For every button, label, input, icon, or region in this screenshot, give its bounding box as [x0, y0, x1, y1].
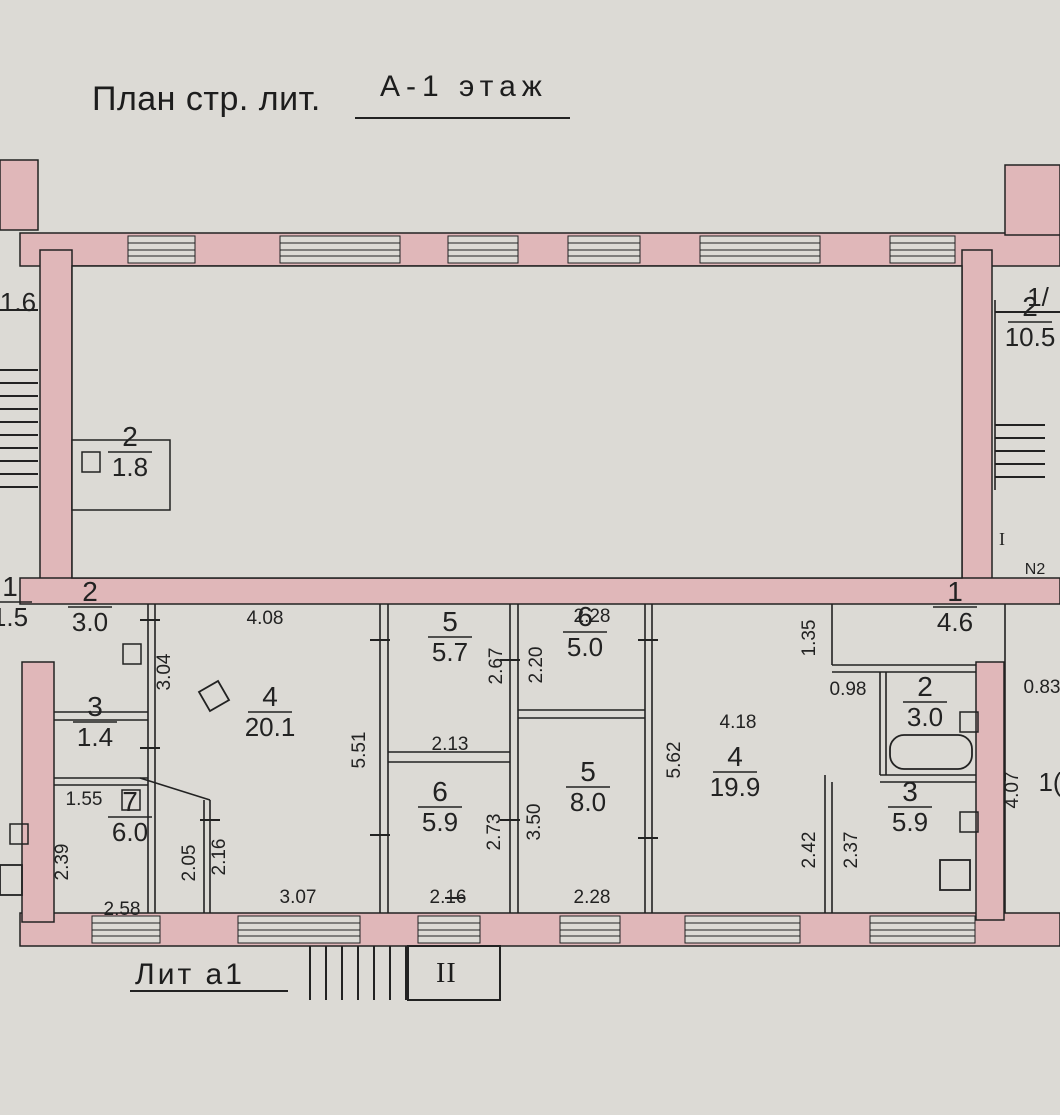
room-number: 2	[82, 576, 98, 607]
room-area: 1.5	[0, 602, 28, 632]
sink-fixture	[81, 451, 101, 473]
dimension-label: 3.04	[154, 653, 175, 690]
room-number: 3	[87, 691, 103, 722]
dimension-label: 2.16	[430, 887, 467, 908]
dimension-label: 5.62	[664, 742, 685, 779]
room-area: 20.1	[245, 712, 296, 742]
dimension-labels: 4.083.045.512.163.072.392.581.552.052.67…	[52, 529, 1060, 920]
room-number: 2	[917, 671, 933, 702]
plan-floor-label: А-1 этаж	[380, 70, 548, 103]
wall-segment	[19, 577, 1060, 605]
sink-fixture	[959, 711, 979, 733]
dimension-label: 0.83	[1024, 677, 1060, 698]
bathtub	[889, 734, 973, 770]
room-area: 1.4	[77, 722, 113, 752]
dimension-label: 2.73	[484, 814, 505, 851]
room-number: 7	[122, 786, 138, 817]
wall-segment	[1004, 164, 1060, 236]
room-area: 6.0	[112, 817, 148, 847]
room-labels: 1.621.811.523.031.4420.155.765.976.065.0…	[0, 282, 1060, 847]
entrance-porch	[407, 945, 501, 1001]
room-number: 5	[442, 606, 458, 637]
lit-label: Лит а1	[135, 958, 245, 991]
wall-segment	[21, 661, 55, 923]
wall-segment	[39, 249, 73, 581]
room-area: 1.8	[112, 452, 148, 482]
dimension-label: 1.35	[799, 620, 820, 657]
room-area: 19.9	[710, 772, 761, 802]
room-number: 3	[902, 776, 918, 807]
partitions	[54, 300, 1006, 913]
dimension-label: 2.28	[574, 887, 611, 908]
room-number: 5	[580, 756, 596, 787]
dimension-label: 4.18	[720, 712, 757, 733]
dimension-label: 2.67	[486, 648, 507, 685]
room-number: 6	[577, 601, 593, 632]
dimension-label: 1.55	[66, 789, 103, 810]
room-area: 1/	[1027, 282, 1049, 312]
hall-floor	[71, 265, 963, 579]
sink-fixture	[122, 643, 142, 665]
room-number: 4	[262, 681, 278, 712]
dimension-label: 2.13	[432, 734, 469, 755]
dimension-label: 0.98	[830, 679, 867, 700]
dimension-label: 5.51	[349, 732, 370, 769]
stove	[0, 864, 23, 896]
dimension-label: 4.07	[1002, 772, 1023, 809]
windows	[91, 235, 976, 944]
dimension-label: 4.08	[247, 608, 284, 629]
partition	[139, 777, 211, 801]
sink-fixture	[9, 823, 29, 845]
dimension-label: 2.58	[104, 899, 141, 920]
dimension-label: 3.07	[280, 887, 317, 908]
room-area: 5.0	[567, 632, 603, 662]
room-area: 8.0	[570, 787, 606, 817]
room-number: 2	[122, 421, 138, 452]
room-number: 4	[727, 741, 743, 772]
wall-segment	[0, 159, 39, 231]
room-area: 1.6	[0, 287, 36, 317]
room-area: 5.9	[422, 807, 458, 837]
wall-segment	[961, 249, 993, 581]
room-number: 2	[1022, 291, 1038, 322]
plan-title: План стр. лит.	[92, 80, 321, 118]
room-area: 1(	[1038, 767, 1060, 797]
title-underline	[355, 117, 570, 119]
entrance-label: II	[436, 958, 457, 989]
sink-fixture	[121, 789, 141, 811]
room-area: 4.6	[937, 607, 973, 637]
column-marker	[197, 679, 231, 713]
stove	[939, 859, 971, 891]
sink-fixture	[959, 811, 979, 833]
dimension-label: 2.42	[799, 832, 820, 869]
entrance-marker-right: I	[999, 529, 1005, 549]
wall-segment	[975, 661, 1005, 921]
room-area: 3.0	[907, 702, 943, 732]
room-area: 3.0	[72, 607, 108, 637]
room-number: 6	[432, 776, 448, 807]
dimension-label: 2.39	[52, 844, 73, 881]
dimension-label: 2.28	[574, 606, 611, 627]
dimension-label: 2.20	[526, 647, 547, 684]
room-number: 1	[947, 576, 963, 607]
dimension-label: 2.16	[209, 839, 230, 876]
dimension-label: 3.50	[524, 804, 545, 841]
dimension-label: 2.05	[179, 845, 200, 882]
room-number: 1	[2, 571, 18, 602]
stair-number-label: N2	[1025, 561, 1046, 578]
dimension-label: 2.37	[841, 832, 862, 869]
room-area: 10.5	[1005, 322, 1056, 352]
room-area: 5.7	[432, 637, 468, 667]
room-area: 5.9	[892, 807, 928, 837]
lit-underline	[130, 990, 288, 992]
